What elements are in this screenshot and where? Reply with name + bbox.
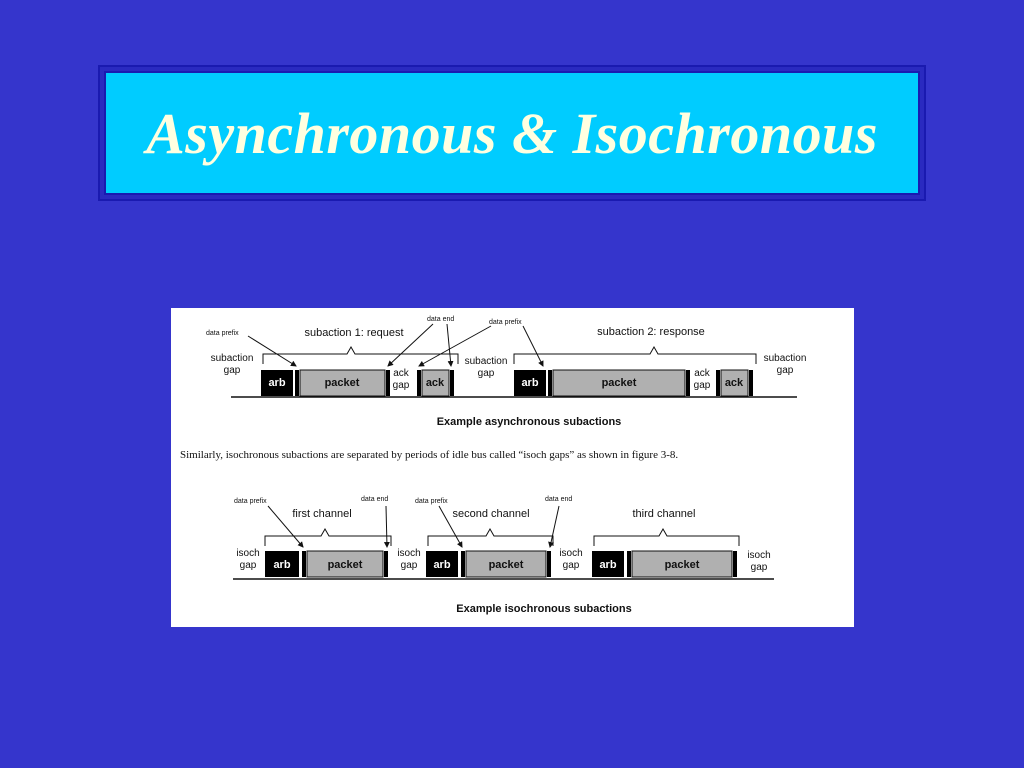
isoch-first-channel-label: first channel (292, 508, 351, 520)
isoch-brace-1 (264, 527, 392, 546)
async-packet-2 (552, 369, 686, 397)
slide-title-box: Asynchronous & Isochronous (104, 71, 920, 195)
isoch-data-end-label-2: data end (545, 496, 572, 503)
async-brace-2 (513, 345, 757, 364)
isoch-packet-3 (631, 550, 733, 578)
isoch-second-channel-label: second channel (452, 508, 529, 520)
isoch-packet-2-label: packet (489, 559, 524, 571)
async-packet-2-label: packet (602, 377, 637, 389)
isoch-packet-2 (465, 550, 547, 578)
async-data-end-label: data end (427, 316, 454, 323)
async-data-prefix-arrow-2a (418, 325, 492, 367)
isoch-caption: Example isochronous subactions (456, 603, 631, 615)
isoch-packet-3-label: packet (665, 559, 700, 571)
async-arb-2 (514, 370, 546, 396)
isoch-arb-1-label: arb (273, 559, 290, 571)
async-data-end-arrow-b (446, 323, 454, 367)
async-ack-prefix-2 (716, 370, 720, 396)
async-packet-1-label: packet (325, 377, 360, 389)
isoch-end-bar-3 (733, 551, 737, 577)
async-ack-2-label: ack (725, 377, 744, 389)
isoch-arb-3 (592, 551, 624, 577)
isoch-arb-1 (265, 551, 299, 577)
isoch-end-bar-2 (547, 551, 551, 577)
isoch-prefix-bar-1 (302, 551, 306, 577)
async-end-bar-1 (386, 370, 390, 396)
isoch-arb-2 (426, 551, 458, 577)
async-ack-1-label: ack (426, 377, 445, 389)
isoch-data-end-arrow-1 (383, 505, 390, 548)
async-subaction1-label: subaction 1: request (304, 327, 403, 339)
isoch-arb-3-label: arb (599, 559, 616, 571)
async-caption: Example asynchronous subactions (437, 416, 622, 428)
async-arb-1 (261, 370, 293, 396)
slide-title-frame: Asynchronous & Isochronous (98, 65, 926, 201)
async-data-prefix-label-1: data prefix (206, 330, 239, 337)
isoch-prefix-bar-3 (627, 551, 631, 577)
async-data-prefix-arrow-2b (522, 325, 544, 367)
isoch-data-prefix-label-2: data prefix (415, 498, 448, 505)
isoch-data-end-label-1: data end (361, 496, 388, 503)
isoch-end-bar-1 (384, 551, 388, 577)
async-prefix-bar-1 (295, 370, 299, 396)
async-packet-1 (299, 369, 386, 397)
async-data-end-arrow-a (387, 323, 434, 367)
isoch-data-prefix-arrow-2 (438, 505, 463, 548)
slide-title: Asynchronous & Isochronous (146, 100, 878, 166)
isoch-brace-3 (593, 527, 740, 546)
async-ack-prefix-1 (417, 370, 421, 396)
isoch-data-prefix-arrow-1 (267, 505, 304, 548)
async-subaction2-label: subaction 2: response (597, 326, 705, 338)
isoch-packet-1 (306, 550, 384, 578)
async-ack-end-2 (749, 370, 753, 396)
isoch-brace-2 (427, 527, 554, 546)
isoch-third-channel-label: third channel (633, 508, 696, 520)
async-end-bar-2 (686, 370, 690, 396)
async-prefix-bar-2 (548, 370, 552, 396)
async-arb-1-label: arb (268, 377, 285, 389)
async-ack-end-1 (450, 370, 454, 396)
async-data-prefix-arrow-1 (247, 335, 297, 367)
async-ack-2 (720, 369, 749, 397)
async-ack-1 (421, 369, 450, 397)
isoch-data-prefix-label-1: data prefix (234, 498, 267, 505)
isoch-packet-1-label: packet (328, 559, 363, 571)
isoch-prefix-bar-2 (461, 551, 465, 577)
async-brace-1 (262, 345, 459, 364)
isoch-arb-2-label: arb (433, 559, 450, 571)
explanatory-paragraph: Similarly, isochronous subactions are se… (180, 449, 678, 461)
isoch-data-end-arrow-2 (548, 505, 560, 548)
async-data-prefix-label-2: data prefix (489, 319, 522, 326)
async-arb-2-label: arb (521, 377, 538, 389)
